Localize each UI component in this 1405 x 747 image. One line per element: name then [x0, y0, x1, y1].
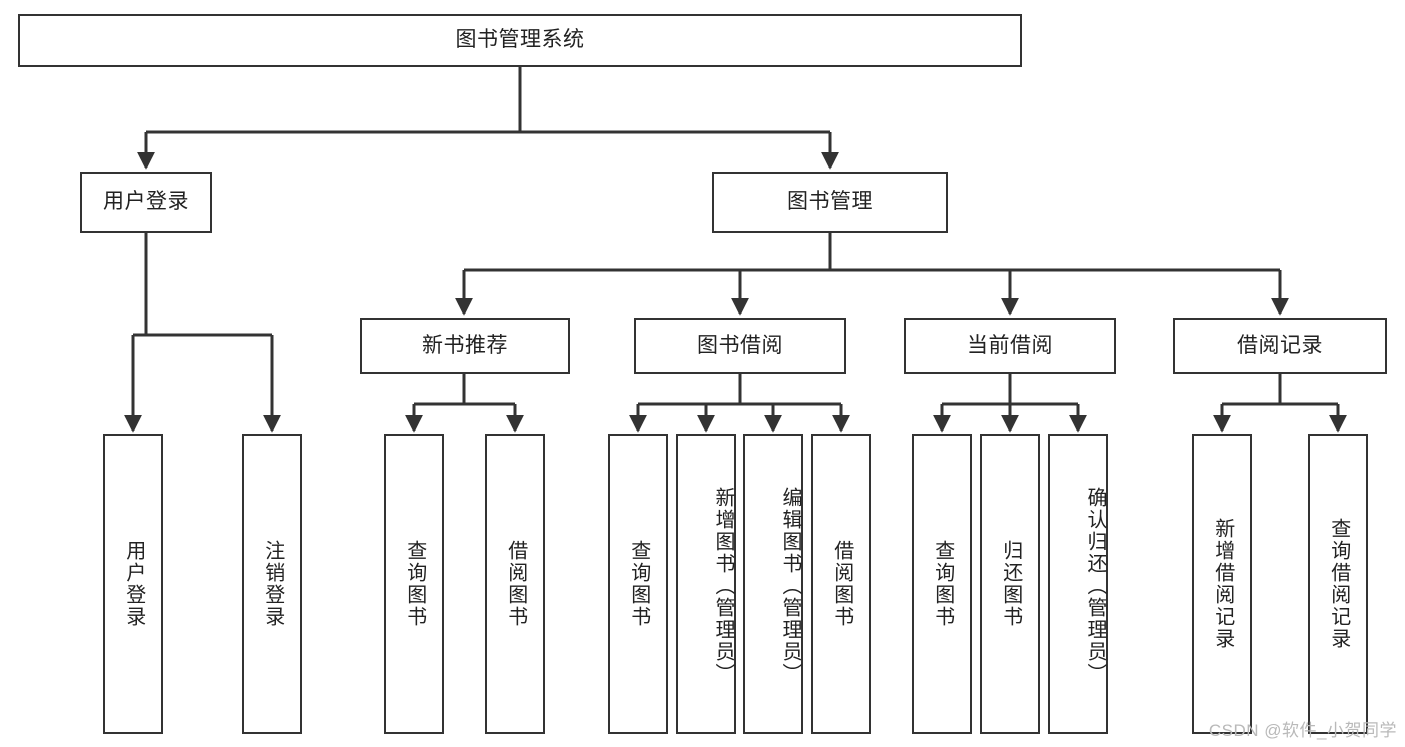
leaf-new-book-query[interactable]: 查询图书 [384, 434, 444, 734]
leaf-current-borrow-query-label: 查询图书 [931, 540, 954, 628]
leaf-current-borrow-confirm[interactable]: 确认归还（管理员） [1048, 434, 1108, 734]
leaf-new-book-borrow[interactable]: 借阅图书 [485, 434, 545, 734]
leaf-book-borrow-borrow[interactable]: 借阅图书 [811, 434, 871, 734]
leaf-current-borrow-confirm-label: 确认归还（管理员） [1084, 487, 1106, 685]
leaf-book-borrow-add[interactable]: 新增图书（管理员） [676, 434, 736, 734]
node-root-system[interactable]: 图书管理系统 [18, 14, 1022, 67]
leaf-current-borrow-return[interactable]: 归还图书 [980, 434, 1040, 734]
node-book-borrow[interactable]: 图书借阅 [634, 318, 846, 374]
csdn-watermark: CSDN @软件_小贺同学 [1208, 721, 1397, 740]
node-book-manage[interactable]: 图书管理 [712, 172, 948, 233]
node-current-borrow-label: 当前借阅 [967, 333, 1053, 357]
leaf-book-borrow-borrow-label: 借阅图书 [830, 540, 853, 628]
node-book-borrow-label: 图书借阅 [697, 333, 783, 357]
node-root-system-label: 图书管理系统 [455, 28, 585, 52]
leaf-borrow-record-add[interactable]: 新增借阅记录 [1192, 434, 1252, 734]
node-new-book-recommend[interactable]: 新书推荐 [360, 318, 570, 374]
leaf-user-login-login-label: 用户登录 [122, 540, 145, 628]
leaf-borrow-record-query[interactable]: 查询借阅记录 [1308, 434, 1368, 734]
node-new-book-recommend-label: 新书推荐 [422, 333, 508, 357]
node-book-manage-label: 图书管理 [787, 190, 873, 214]
leaf-user-login-logout-label: 注销登录 [261, 540, 284, 628]
leaf-book-borrow-edit[interactable]: 编辑图书（管理员） [743, 434, 803, 734]
leaf-user-login-logout[interactable]: 注销登录 [242, 434, 302, 734]
node-borrow-record[interactable]: 借阅记录 [1173, 318, 1387, 374]
leaf-new-book-borrow-label: 借阅图书 [504, 540, 527, 628]
leaf-user-login-login[interactable]: 用户登录 [103, 434, 163, 734]
node-borrow-record-label: 借阅记录 [1237, 333, 1323, 357]
leaf-book-borrow-query[interactable]: 查询图书 [608, 434, 668, 734]
leaf-current-borrow-return-label: 归还图书 [999, 540, 1022, 628]
leaf-borrow-record-query-label: 查询借阅记录 [1327, 518, 1350, 650]
node-current-borrow[interactable]: 当前借阅 [904, 318, 1116, 374]
leaf-borrow-record-add-label: 新增借阅记录 [1211, 518, 1234, 650]
leaf-book-borrow-edit-label: 编辑图书（管理员） [779, 487, 801, 685]
leaf-new-book-query-label: 查询图书 [403, 540, 426, 628]
node-user-login-label: 用户登录 [103, 190, 189, 214]
node-user-login[interactable]: 用户登录 [80, 172, 212, 233]
leaf-book-borrow-add-label: 新增图书（管理员） [712, 487, 734, 685]
leaf-current-borrow-query[interactable]: 查询图书 [912, 434, 972, 734]
leaf-book-borrow-query-label: 查询图书 [627, 540, 650, 628]
